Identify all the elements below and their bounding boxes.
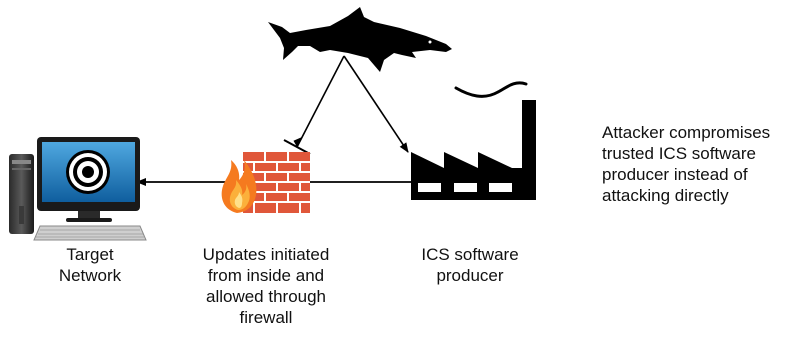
blocked-attack-line: [296, 55, 345, 148]
block-mark: [283, 139, 311, 155]
updates-label: Updates initiated from inside and allowe…: [202, 245, 330, 327]
producer-label: ICS software producer: [421, 245, 519, 285]
compromise-arrow: [343, 55, 409, 153]
factory-icon: [411, 81, 536, 200]
computer-target-icon: [9, 137, 147, 241]
firewall-icon: [221, 152, 310, 213]
shark-icon: [268, 7, 452, 72]
target-network-label: Target Network: [58, 245, 122, 285]
caption-label: Attacker compromises trusted ICS softwar…: [602, 123, 771, 205]
target-icon: [66, 150, 110, 194]
